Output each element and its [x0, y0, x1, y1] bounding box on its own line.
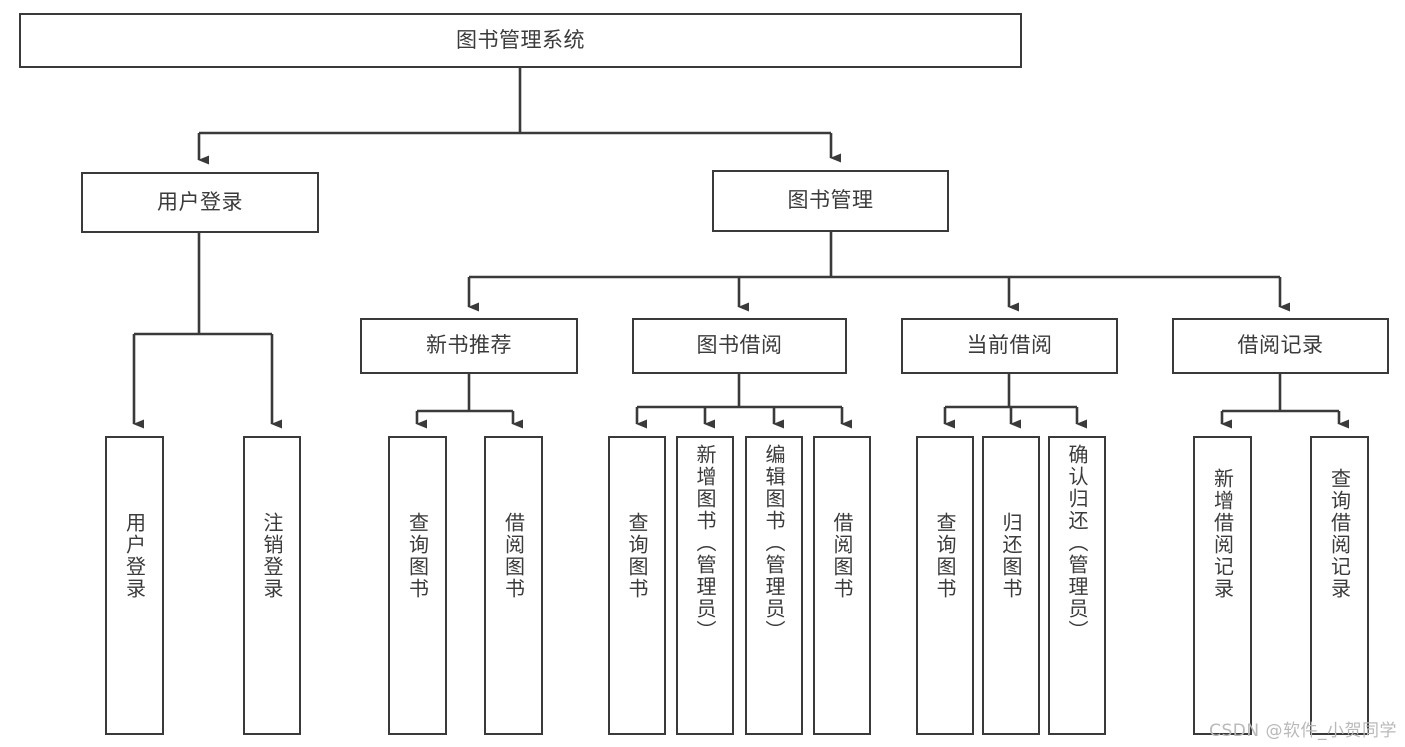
node-book-borrow[interactable]: 图书借阅: [632, 318, 847, 374]
leaf-return-book-label: 归还图书: [999, 512, 1023, 600]
leaf-query-book-current[interactable]: 查询图书: [916, 436, 974, 735]
node-book-manage[interactable]: 图书管理: [712, 170, 949, 232]
node-root-label: 图书管理系统: [456, 27, 585, 52]
node-user-login[interactable]: 用户登录: [81, 172, 319, 233]
leaf-logout-login[interactable]: 注销登录: [243, 436, 301, 735]
leaf-user-login[interactable]: 用户登录: [105, 436, 164, 735]
leaf-return-book[interactable]: 归还图书: [982, 436, 1040, 735]
leaf-query-book-current-label: 查询图书: [933, 512, 957, 600]
leaf-add-book[interactable]: 新增图书（管理员）: [676, 436, 734, 735]
leaf-user-login-label: 用户登录: [122, 512, 147, 600]
node-new-book-recommend-label: 新书推荐: [426, 333, 512, 358]
leaf-logout-login-label: 注销登录: [260, 512, 284, 600]
node-current-borrow[interactable]: 当前借阅: [901, 318, 1118, 374]
node-new-book-recommend[interactable]: 新书推荐: [360, 318, 578, 374]
leaf-add-borrow-record[interactable]: 新增借阅记录: [1193, 436, 1252, 735]
node-root[interactable]: 图书管理系统: [19, 13, 1022, 68]
node-current-borrow-label: 当前借阅: [966, 333, 1053, 358]
leaf-add-book-label: 新增图书（管理员）: [693, 444, 717, 642]
leaf-borrow-book-recommend-label: 借阅图书: [501, 512, 526, 600]
leaf-borrow-book-borrow-label: 借阅图书: [830, 512, 854, 600]
leaf-add-borrow-record-label: 新增借阅记录: [1210, 468, 1235, 600]
watermark-text: CSDN @软件_小贺同学: [1209, 721, 1397, 741]
leaf-borrow-book-borrow[interactable]: 借阅图书: [813, 436, 871, 735]
leaf-query-borrow-record[interactable]: 查询借阅记录: [1310, 436, 1369, 735]
node-book-borrow-label: 图书借阅: [696, 333, 783, 358]
leaf-borrow-book-recommend[interactable]: 借阅图书: [484, 436, 543, 735]
leaf-confirm-return[interactable]: 确认归还（管理员）: [1048, 436, 1106, 735]
leaf-edit-book-label: 编辑图书（管理员）: [762, 444, 786, 642]
leaf-edit-book[interactable]: 编辑图书（管理员）: [745, 436, 803, 735]
leaf-query-book-recommend[interactable]: 查询图书: [388, 436, 447, 735]
node-borrow-record-label: 借阅记录: [1237, 333, 1324, 358]
node-user-login-label: 用户登录: [157, 189, 243, 214]
node-borrow-record[interactable]: 借阅记录: [1172, 318, 1389, 374]
leaf-query-book-recommend-label: 查询图书: [405, 512, 430, 600]
leaf-query-borrow-record-label: 查询借阅记录: [1327, 468, 1352, 600]
leaf-confirm-return-label: 确认归还（管理员）: [1065, 444, 1089, 642]
node-book-manage-label: 图书管理: [787, 188, 874, 213]
leaf-query-book-borrow-label: 查询图书: [625, 512, 649, 600]
leaf-query-book-borrow[interactable]: 查询图书: [608, 436, 666, 735]
